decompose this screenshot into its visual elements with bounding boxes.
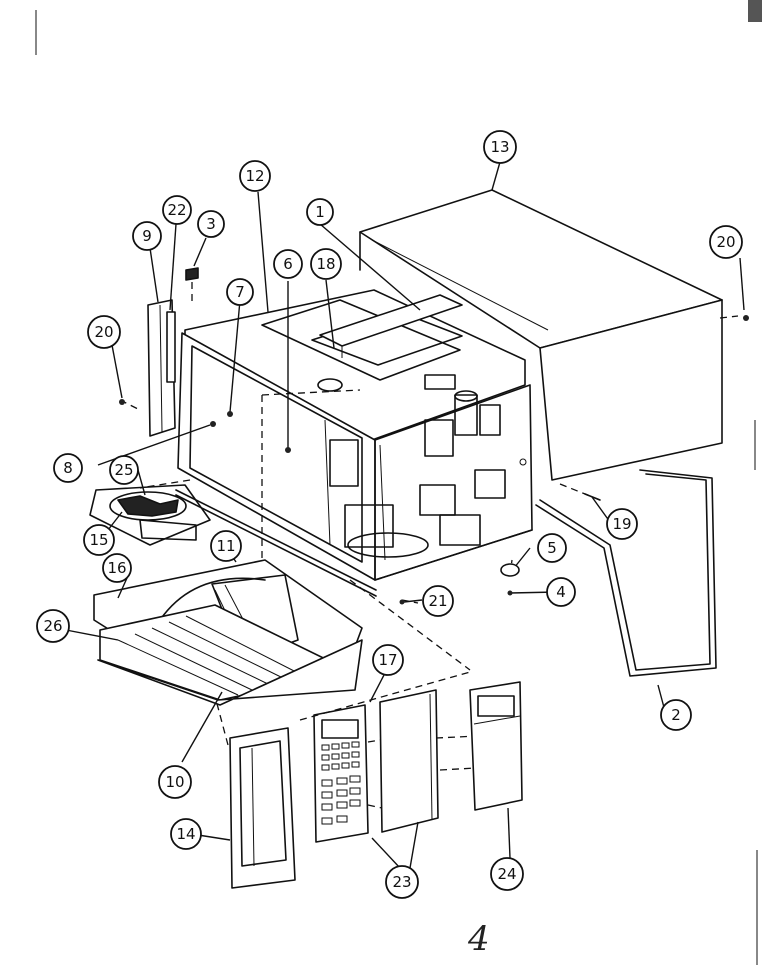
- svg-text:25: 25: [114, 461, 133, 479]
- callout-8: 8: [53, 453, 83, 483]
- hardware-screws: [119, 315, 749, 605]
- callout-5: 5: [537, 533, 567, 563]
- svg-text:8: 8: [63, 459, 73, 477]
- cavity-chassis: [177, 289, 533, 581]
- svg-text:9: 9: [142, 227, 152, 245]
- callout-18: 18: [310, 248, 342, 280]
- svg-text:10: 10: [165, 773, 184, 791]
- svg-text:7: 7: [235, 283, 245, 301]
- svg-text:24: 24: [497, 865, 516, 883]
- callout-4: 4: [546, 577, 576, 607]
- callout-6: 6: [273, 249, 303, 279]
- svg-text:13: 13: [490, 138, 509, 156]
- svg-text:20: 20: [94, 323, 113, 341]
- svg-text:26: 26: [43, 617, 62, 635]
- callout-20-right: 20: [709, 225, 743, 259]
- callout-20-left: 20: [87, 315, 121, 349]
- svg-text:1: 1: [315, 203, 325, 221]
- svg-text:4: 4: [556, 583, 566, 601]
- callout-1: 1: [306, 198, 334, 226]
- callout-7: 7: [226, 278, 254, 306]
- scan-edge-marks: [35, 0, 762, 965]
- svg-text:19: 19: [612, 515, 631, 533]
- callout-10: 10: [158, 765, 192, 799]
- outer-cabinet: [359, 189, 723, 481]
- handwritten-page-number: 4: [467, 919, 490, 959]
- power-cord: [535, 469, 717, 677]
- svg-text:22: 22: [167, 201, 186, 219]
- callout-15: 15: [83, 524, 115, 556]
- door-assembly: [229, 727, 296, 889]
- svg-text:18: 18: [316, 255, 335, 273]
- control-panel-cover: [469, 681, 523, 811]
- svg-text:3: 3: [206, 215, 216, 233]
- top-support-bar: [319, 294, 463, 358]
- callout-11: 11: [210, 530, 242, 562]
- callout-14: 14: [170, 818, 202, 850]
- svg-text:17: 17: [378, 651, 397, 669]
- callout-16: 16: [102, 553, 132, 583]
- callout-17: 17: [372, 644, 404, 676]
- callout-26: 26: [36, 609, 70, 643]
- svg-text:23: 23: [392, 873, 411, 891]
- svg-text:16: 16: [107, 559, 126, 577]
- control-panel: [313, 689, 479, 843]
- left-side-bracket: [147, 267, 199, 437]
- svg-text:2: 2: [671, 706, 681, 724]
- callout-21: 21: [422, 585, 454, 617]
- svg-text:15: 15: [89, 531, 108, 549]
- svg-text:20: 20: [716, 233, 735, 251]
- svg-text:6: 6: [283, 255, 293, 273]
- callout-24: 24: [490, 857, 524, 891]
- callout-25: 25: [109, 455, 139, 485]
- svg-text:12: 12: [245, 167, 264, 185]
- callout-12: 12: [239, 160, 271, 192]
- svg-text:21: 21: [428, 592, 447, 610]
- callout-19: 19: [606, 508, 638, 540]
- callout-22: 22: [162, 195, 192, 225]
- callout-3: 3: [197, 210, 225, 238]
- svg-text:11: 11: [216, 537, 235, 555]
- svg-text:5: 5: [547, 539, 557, 557]
- callout-23: 23: [385, 865, 419, 899]
- base-plate-assembly: [93, 559, 363, 706]
- callout-13: 13: [483, 130, 517, 164]
- callout-2: 2: [660, 699, 692, 731]
- stirrer-assembly: [89, 484, 377, 597]
- callout-9: 9: [132, 221, 162, 251]
- svg-text:14: 14: [176, 825, 195, 843]
